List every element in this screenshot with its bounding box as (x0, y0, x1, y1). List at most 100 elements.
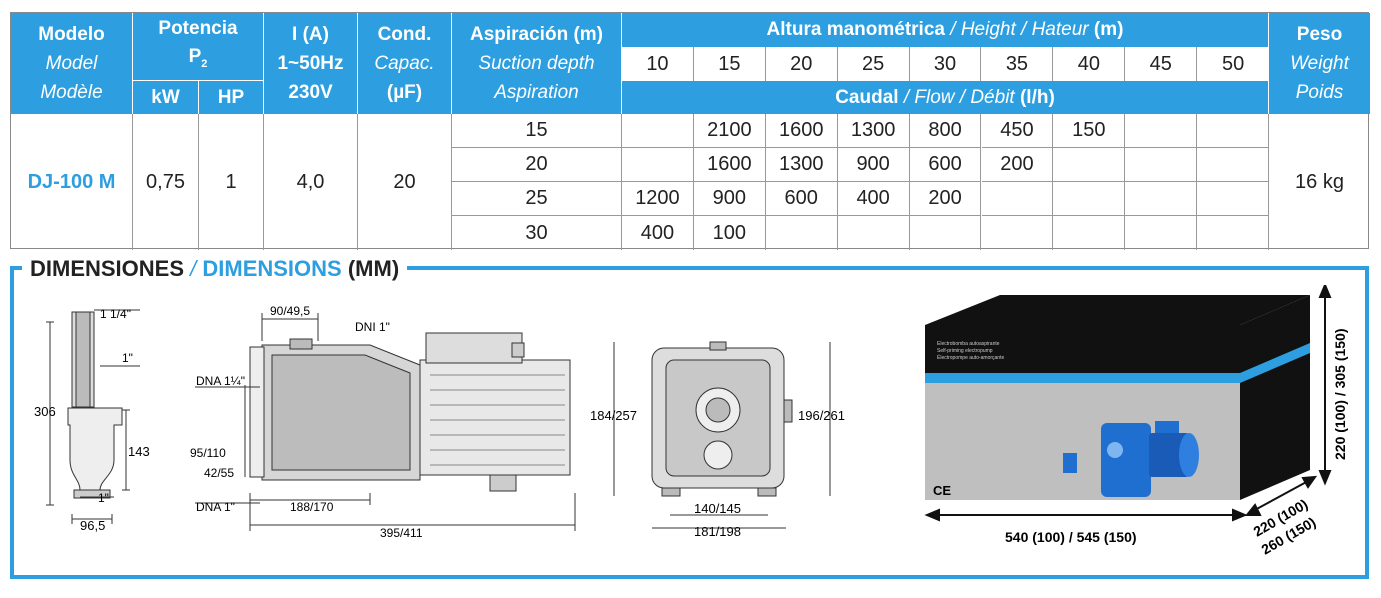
model-name: DJ-100 M (11, 114, 133, 250)
header-kw-label: kW (151, 86, 180, 108)
header-suction: Aspiración (m) Suction depth Aspiration (452, 13, 622, 114)
height-value-cell: 25 (837, 47, 910, 81)
header-suction-en: Suction depth (478, 53, 595, 74)
header-hp-label: HP (217, 86, 245, 108)
flow-value-cell (1125, 216, 1198, 250)
header-amps-3: 230V (288, 82, 333, 103)
suction-depth-cell: 30 (452, 216, 622, 250)
header-model-es: Modelo (38, 24, 105, 45)
flow-value-cell (1053, 216, 1126, 250)
flow-value-cell: 900 (837, 148, 910, 182)
header-weight-fr: Poids (1295, 82, 1344, 103)
front-dna-top-label: DNA 1¼" (196, 374, 245, 388)
dimensions-title-slash: / (184, 256, 203, 281)
weight-value: 16 kg (1295, 170, 1344, 193)
current-amps: 4,0 (264, 114, 358, 250)
front-view-drawing: 90/49,5 DNI 1" DNA 1¼" 95/110 42/55 DNA … (190, 305, 576, 540)
box-width-label: 540 (100) / 545 (150) (1005, 529, 1137, 545)
specs-table: Modelo Model Modèle Potencia P2 kW HP I … (10, 12, 1370, 250)
end-h196-label: 196/261 (798, 408, 845, 423)
header-weight: Peso Weight Poids (1269, 13, 1370, 114)
flow-value-cell (1125, 114, 1198, 148)
dimensions-title: DIMENSIONES / DIMENSIONS (MM) (22, 256, 408, 282)
header-flow-unit: (l/h) (1019, 86, 1055, 108)
end-h184-label: 184/257 (590, 408, 637, 423)
header-flow-rest: / Flow / Débit (898, 86, 1020, 108)
flow-value-cell: 1300 (837, 114, 910, 148)
height-value-cell: 40 (1053, 47, 1126, 81)
header-flow-es: Caudal (835, 86, 899, 108)
side-inlet-top-label: 1" (122, 351, 133, 365)
header-p2: P2 (189, 43, 208, 78)
pump-image-icon (1063, 421, 1199, 497)
flow-value-cell: 1300 (765, 148, 838, 182)
flow-value-cell (1053, 148, 1126, 182)
dimensions-title-en: DIMENSIONS (202, 256, 342, 281)
flow-value-cell (1125, 182, 1198, 216)
header-p2-letter: P (188, 46, 202, 68)
front-top-label: 90/49,5 (270, 305, 310, 318)
packaging-box-drawing: Electrobomba autoaspirante Self-priming … (924, 285, 1348, 558)
front-h42-label: 42/55 (204, 466, 234, 480)
side-inlet-label: 1" (98, 491, 109, 505)
header-cond-2: Capac. (374, 53, 435, 74)
flow-value-cell (1197, 182, 1270, 216)
header-amps-2: 1~50Hz (277, 53, 344, 74)
height-value-cell: 45 (1125, 47, 1198, 81)
height-value-cell: 20 (765, 47, 838, 81)
header-capacitor: Cond. Capac. (µF) (358, 13, 452, 114)
height-value-cell: 35 (981, 47, 1054, 81)
suction-depth-cell: 15 (452, 114, 622, 148)
flow-value-cell (1053, 182, 1126, 216)
box-line-1: Electrobomba autoaspirante (937, 341, 1000, 347)
front-h95-label: 95/110 (190, 446, 226, 460)
box-height-label: 220 (100) / 305 (150) (1332, 328, 1348, 460)
capacitor-value: 20 (358, 114, 452, 250)
height-value-cell: 30 (909, 47, 982, 81)
suction-depth-cell: 25 (452, 182, 622, 216)
ce-mark: CE (933, 483, 951, 498)
dimensions-title-es: DIMENSIONES (30, 256, 185, 281)
front-dna-bottom-label: DNA 1" (196, 500, 235, 514)
flow-value-cell: 200 (909, 182, 982, 216)
header-height-rest: / Height / Hateur (944, 19, 1094, 40)
height-value-cell: 15 (693, 47, 766, 81)
box-line-2: Self-priming electropump (937, 348, 993, 354)
flow-value-cell (981, 182, 1054, 216)
header-kw: kW (133, 81, 199, 114)
header-flow: Caudal / Flow / Débit (l/h) (622, 81, 1269, 114)
dimensions-frame (10, 266, 1369, 579)
height-value-cell: 50 (1197, 47, 1270, 81)
power-hp: 1 (199, 114, 264, 250)
flow-value-cell: 1600 (693, 148, 766, 182)
header-suction-fr: Aspiration (494, 82, 579, 103)
flow-value-cell: 800 (909, 114, 982, 148)
header-hp: HP (199, 81, 264, 114)
flow-value-cell (622, 114, 694, 148)
side-h143-label: 143 (128, 444, 150, 459)
front-w395-label: 395/411 (380, 526, 423, 540)
header-height-es: Altura manométrica (766, 19, 945, 40)
header-model-fr: Modèle (40, 82, 103, 103)
flow-value-cell: 400 (837, 182, 910, 216)
header-power: Potencia P2 (133, 13, 264, 81)
dimensions-title-unit: (MM) (341, 256, 400, 281)
flow-value-cell: 600 (909, 148, 982, 182)
header-weight-en: Weight (1290, 53, 1349, 74)
header-height-unit: (m) (1093, 19, 1124, 40)
side-outlet-label: 1 1/4" (100, 307, 131, 321)
flow-value-cell: 400 (622, 216, 694, 250)
header-cond-1: Cond. (377, 24, 432, 45)
flow-value-cell (838, 216, 910, 250)
box-line-3: Électropompe auto-amorçante (937, 354, 1004, 361)
flow-value-cell (1125, 148, 1198, 182)
header-model: Modelo Model Modèle (11, 13, 133, 114)
front-dni-label: DNI 1" (355, 320, 390, 334)
header-weight-es: Peso (1296, 24, 1343, 45)
height-value-cell: 10 (622, 47, 694, 81)
flow-value-cell: 2100 (693, 114, 766, 148)
header-height: Altura manométrica / Height / Hateur (m) (622, 13, 1269, 47)
header-power-label: Potencia (158, 18, 238, 40)
flow-value-cell: 1600 (765, 114, 838, 148)
flow-value-cell (766, 216, 838, 250)
